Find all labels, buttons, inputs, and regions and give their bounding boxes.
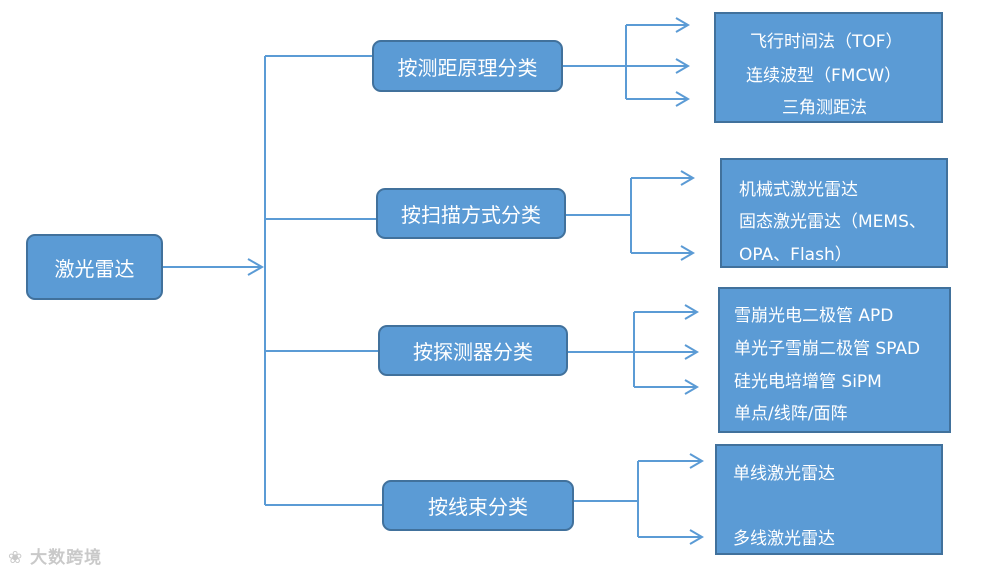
leaf-box-scanning: 机械式激光雷达 固态激光雷达（MEMS、 OPA、Flash） <box>720 158 948 268</box>
watermark-icon: ❀ <box>8 548 24 568</box>
leaf-item-triangulation: 三角测距法 <box>782 98 867 118</box>
leaf-box-ranging: 飞行时间法（TOF） 连续波型（FMCW） 三角测距法 <box>714 12 943 123</box>
category-detector: 按探测器分类 <box>378 325 568 376</box>
leaf-item-spad: 单光子雪崩二极管 SPAD <box>734 339 921 359</box>
root-node: 激光雷达 <box>26 234 163 300</box>
leaf-box-detector: 雪崩光电二极管 APD 单光子雪崩二极管 SPAD 硅光电培增管 SiPM 单点… <box>718 287 951 433</box>
leaf-item-mechanical: 机械式激光雷达 <box>739 180 858 200</box>
leaf-item-tof: 飞行时间法（TOF） <box>750 32 903 52</box>
leaf-box-beams: 单线激光雷达 多线激光雷达 <box>715 444 943 555</box>
category-ranging-principle: 按测距原理分类 <box>372 40 563 92</box>
leaf-item-sipm: 硅光电培增管 SiPM <box>734 372 882 392</box>
category-beam-count: 按线束分类 <box>382 480 574 531</box>
leaf-item-single-line: 单线激光雷达 <box>733 464 835 484</box>
watermark-text: 大数跨境 <box>30 548 103 568</box>
leaf-item-multi-line: 多线激光雷达 <box>733 529 835 549</box>
leaf-item-solid-state-cont: OPA、Flash） <box>739 245 852 265</box>
leaf-item-array: 单点/线阵/面阵 <box>734 404 848 424</box>
leaf-item-solid-state: 固态激光雷达（MEMS、 <box>739 212 926 232</box>
leaf-item-apd: 雪崩光电二极管 APD <box>734 306 894 326</box>
category-scanning-method: 按扫描方式分类 <box>376 188 566 239</box>
watermark-logo: ❀ 大数跨境 <box>8 543 102 568</box>
leaf-item-fmcw: 连续波型（FMCW） <box>746 66 902 86</box>
